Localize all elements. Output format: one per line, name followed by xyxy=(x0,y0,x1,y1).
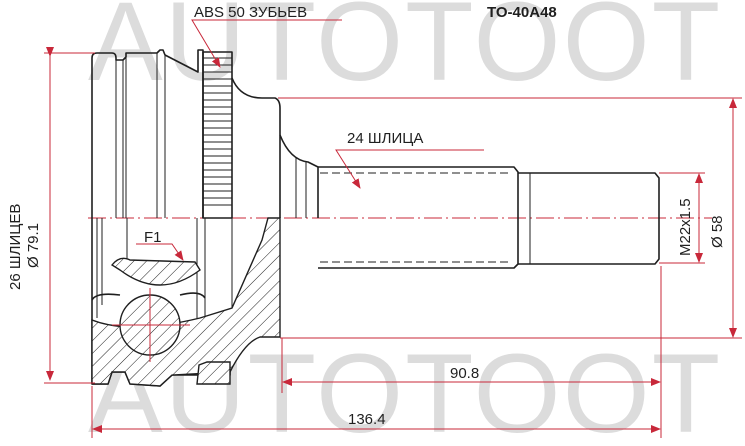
joint-housing-outline xyxy=(91,49,319,219)
thread-dimension: M22x1.5 xyxy=(659,172,705,264)
outer-splines-label: 24 ШЛИЦА xyxy=(347,130,423,147)
abs-teeth-label: ABS 50 ЗУБЬЕВ xyxy=(194,4,307,21)
shaft-length-label: 90.8 xyxy=(450,365,479,382)
watermark-top: AUTOTOOT xyxy=(88,0,722,104)
part-number-title: TO-40A48 xyxy=(487,4,557,21)
f1-label: F1 xyxy=(144,229,162,246)
abs-callout: ABS 50 ЗУБЬЕВ xyxy=(191,4,342,68)
shaft-length-dimension: 90.8 xyxy=(281,266,662,438)
section-mark-f1: F1 xyxy=(136,229,184,261)
thread-label: M22x1.5 xyxy=(677,198,694,256)
total-length-label: 136.4 xyxy=(348,411,386,428)
total-length-dimension: 136.4 xyxy=(91,386,661,438)
joint-section xyxy=(91,217,281,387)
inner-diameter-dimension: 26 ШЛИЦЕВ Ø 79.1 xyxy=(7,47,95,384)
seal-diameter-label: Ø 58 xyxy=(709,215,726,248)
seal-diameter-dimension: Ø 58 xyxy=(278,97,742,339)
inner-splines-label: 26 ШЛИЦЕВ xyxy=(7,204,24,290)
inner-diameter-label: Ø 79.1 xyxy=(25,223,42,268)
shaft xyxy=(318,166,660,269)
spline-callout: 24 ШЛИЦА xyxy=(335,130,484,189)
